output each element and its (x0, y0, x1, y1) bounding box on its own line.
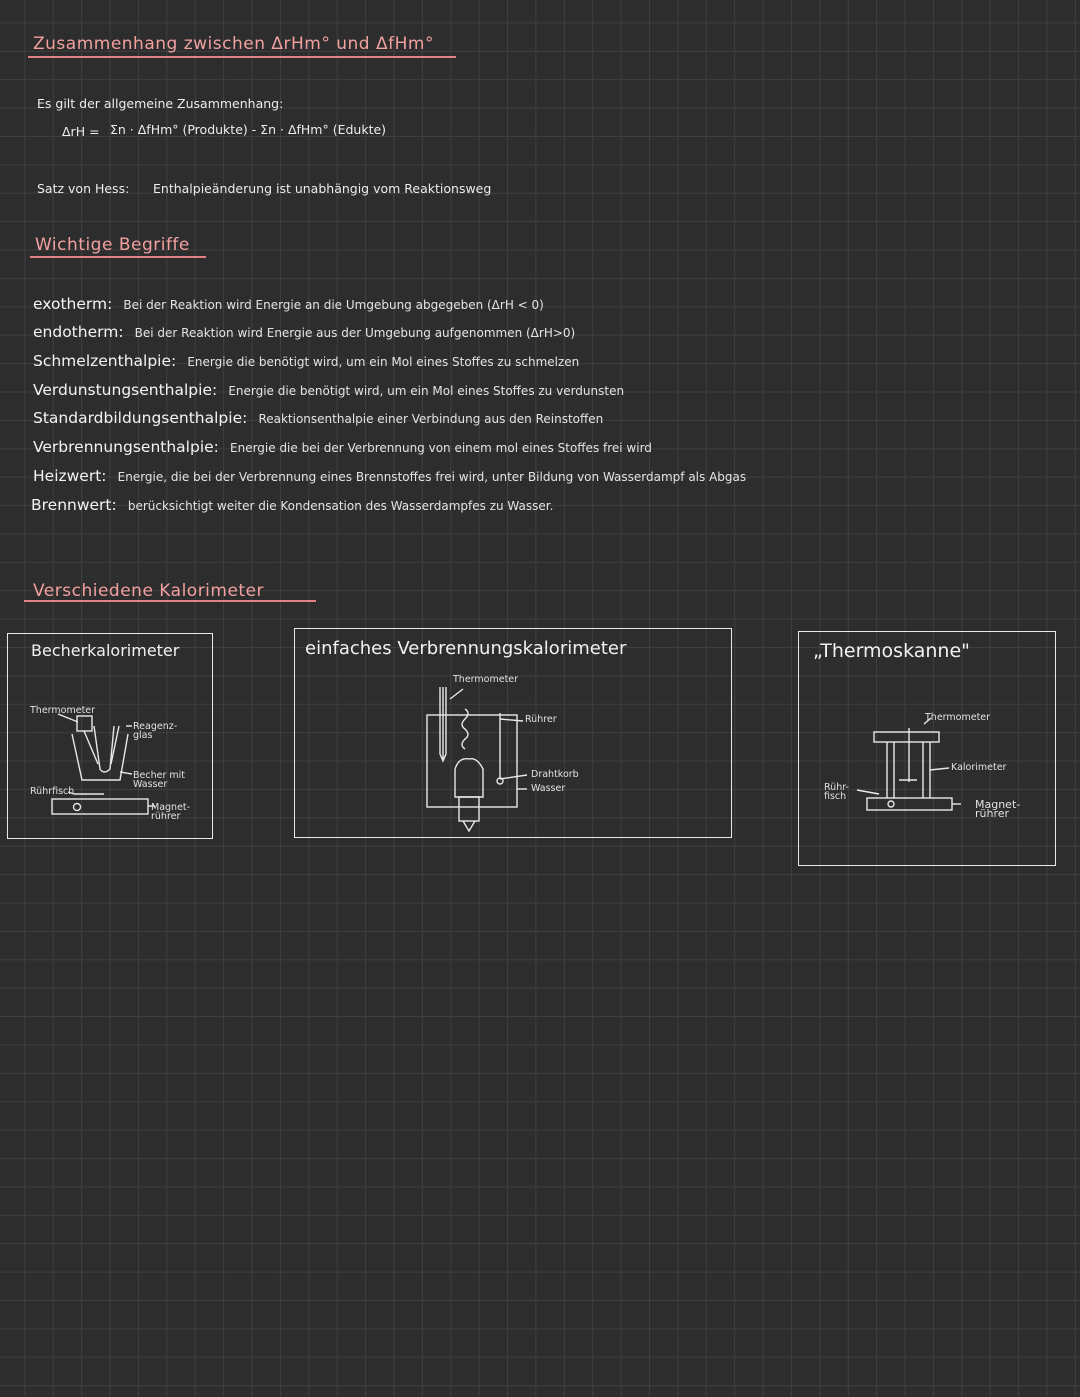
term-label: exotherm: (33, 295, 113, 313)
section-heading-terms: Wichtige Begriffe (35, 235, 190, 255)
term-definition: Reaktionsenthalpie einer Verbindung aus … (258, 412, 604, 426)
label-thermometer: Thermometer (925, 712, 991, 723)
term-definition: berücksichtigt weiter die Kondensation d… (127, 499, 554, 513)
heading-underline (30, 256, 206, 258)
label-magnetruehrer: Magnet- rührer (151, 802, 191, 822)
label-drahtkorb: Drahtkorb (531, 769, 579, 780)
term-row: exotherm: Bei der Reaktion wird Energie … (33, 294, 544, 313)
term-label: Standardbildungsenthalpie: (33, 409, 248, 427)
term-row: Brennwert: berücksichtigt weiter die Kon… (31, 495, 553, 514)
label-ruehrfisch: Rühr- fisch (824, 782, 849, 802)
term-definition: Energie die bei der Verbrennung von eine… (230, 441, 652, 455)
term-definition: Energie die benötigt wird, um ein Mol ei… (187, 355, 580, 369)
becherkalorimeter-drawing (51, 713, 155, 815)
term-label: Verdunstungsenthalpie: (33, 381, 218, 399)
term-label: Brennwert: (31, 496, 117, 514)
term-label: endotherm: (33, 323, 124, 341)
label-wasser: Wasser (531, 783, 566, 794)
label-magnetruehrer: Magnet- rührer (975, 798, 1021, 820)
term-label: Schmelzenthalpie: (33, 352, 177, 370)
term-row: Heizwert: Energie, die bei der Verbrennu… (33, 466, 746, 485)
section-heading-calorimeters: Verschiedene Kalorimeter (33, 581, 265, 601)
box-title: „Thermoskanne" (813, 640, 970, 662)
label-reagenzglas: Reagenz- glas (133, 721, 178, 741)
hess-label: Satz von Hess: (37, 181, 130, 196)
formula-lhs: ΔrH = (62, 124, 100, 139)
calorimeter-box-verbrennung: einfaches Verbrennungskalorimeter Thermo… (294, 628, 732, 838)
box-title: einfaches Verbrennungskalorimeter (305, 638, 627, 659)
term-row: Schmelzenthalpie: Energie die benötigt w… (33, 351, 579, 370)
label-thermometer: Thermometer (453, 674, 519, 685)
label-ruehrer: Rührer (525, 714, 557, 725)
box-title: Becherkalorimeter (31, 641, 180, 660)
term-row: Verdunstungsenthalpie: Energie die benöt… (33, 380, 624, 399)
term-definition: Energie, die bei der Verbrennung eines B… (117, 470, 747, 484)
intro-text: Es gilt der allgemeine Zusammenhang: (37, 96, 284, 111)
formula-rhs: Σn · ΔfHm° (Produkte) - Σn · ΔfHm° (Eduk… (110, 122, 387, 137)
label-becher-mit-wasser: Becher mit Wasser (133, 770, 185, 790)
heading-underline (28, 56, 456, 58)
term-label: Verbrennungsenthalpie: (33, 438, 219, 456)
term-definition: Bei der Reaktion wird Energie an die Umg… (123, 298, 544, 312)
term-definition: Energie die benötigt wird, um ein Mol ei… (228, 384, 625, 398)
term-label: Heizwert: (33, 467, 107, 485)
term-row: Verbrennungsenthalpie: Energie die bei d… (33, 437, 652, 456)
label-ruehrfisch: Rührfisch (30, 786, 75, 797)
term-row: endotherm: Bei der Reaktion wird Energie… (33, 322, 575, 341)
heading-underline (24, 600, 316, 602)
term-definition: Bei der Reaktion wird Energie aus der Um… (134, 326, 576, 340)
label-thermometer: Thermometer (30, 705, 96, 716)
label-kalorimeter: Kalorimeter (951, 762, 1007, 773)
calorimeter-box-becher: Becherkalorimeter Thermometer Reagenz- g… (7, 633, 213, 839)
term-row: Standardbildungsenthalpie: Reaktionsenth… (33, 408, 603, 427)
section-heading-relation: Zusammenhang zwischen ΔrHm° und ΔfHm° (33, 34, 434, 54)
thermoskanne-drawing (856, 717, 961, 811)
hess-text: Enthalpieänderung ist unabhängig vom Rea… (153, 181, 492, 196)
verbrennungskalorimeter-drawing (426, 687, 528, 833)
calorimeter-box-thermoskanne: „Thermoskanne" Thermometer Kalorimeter R… (798, 631, 1056, 866)
